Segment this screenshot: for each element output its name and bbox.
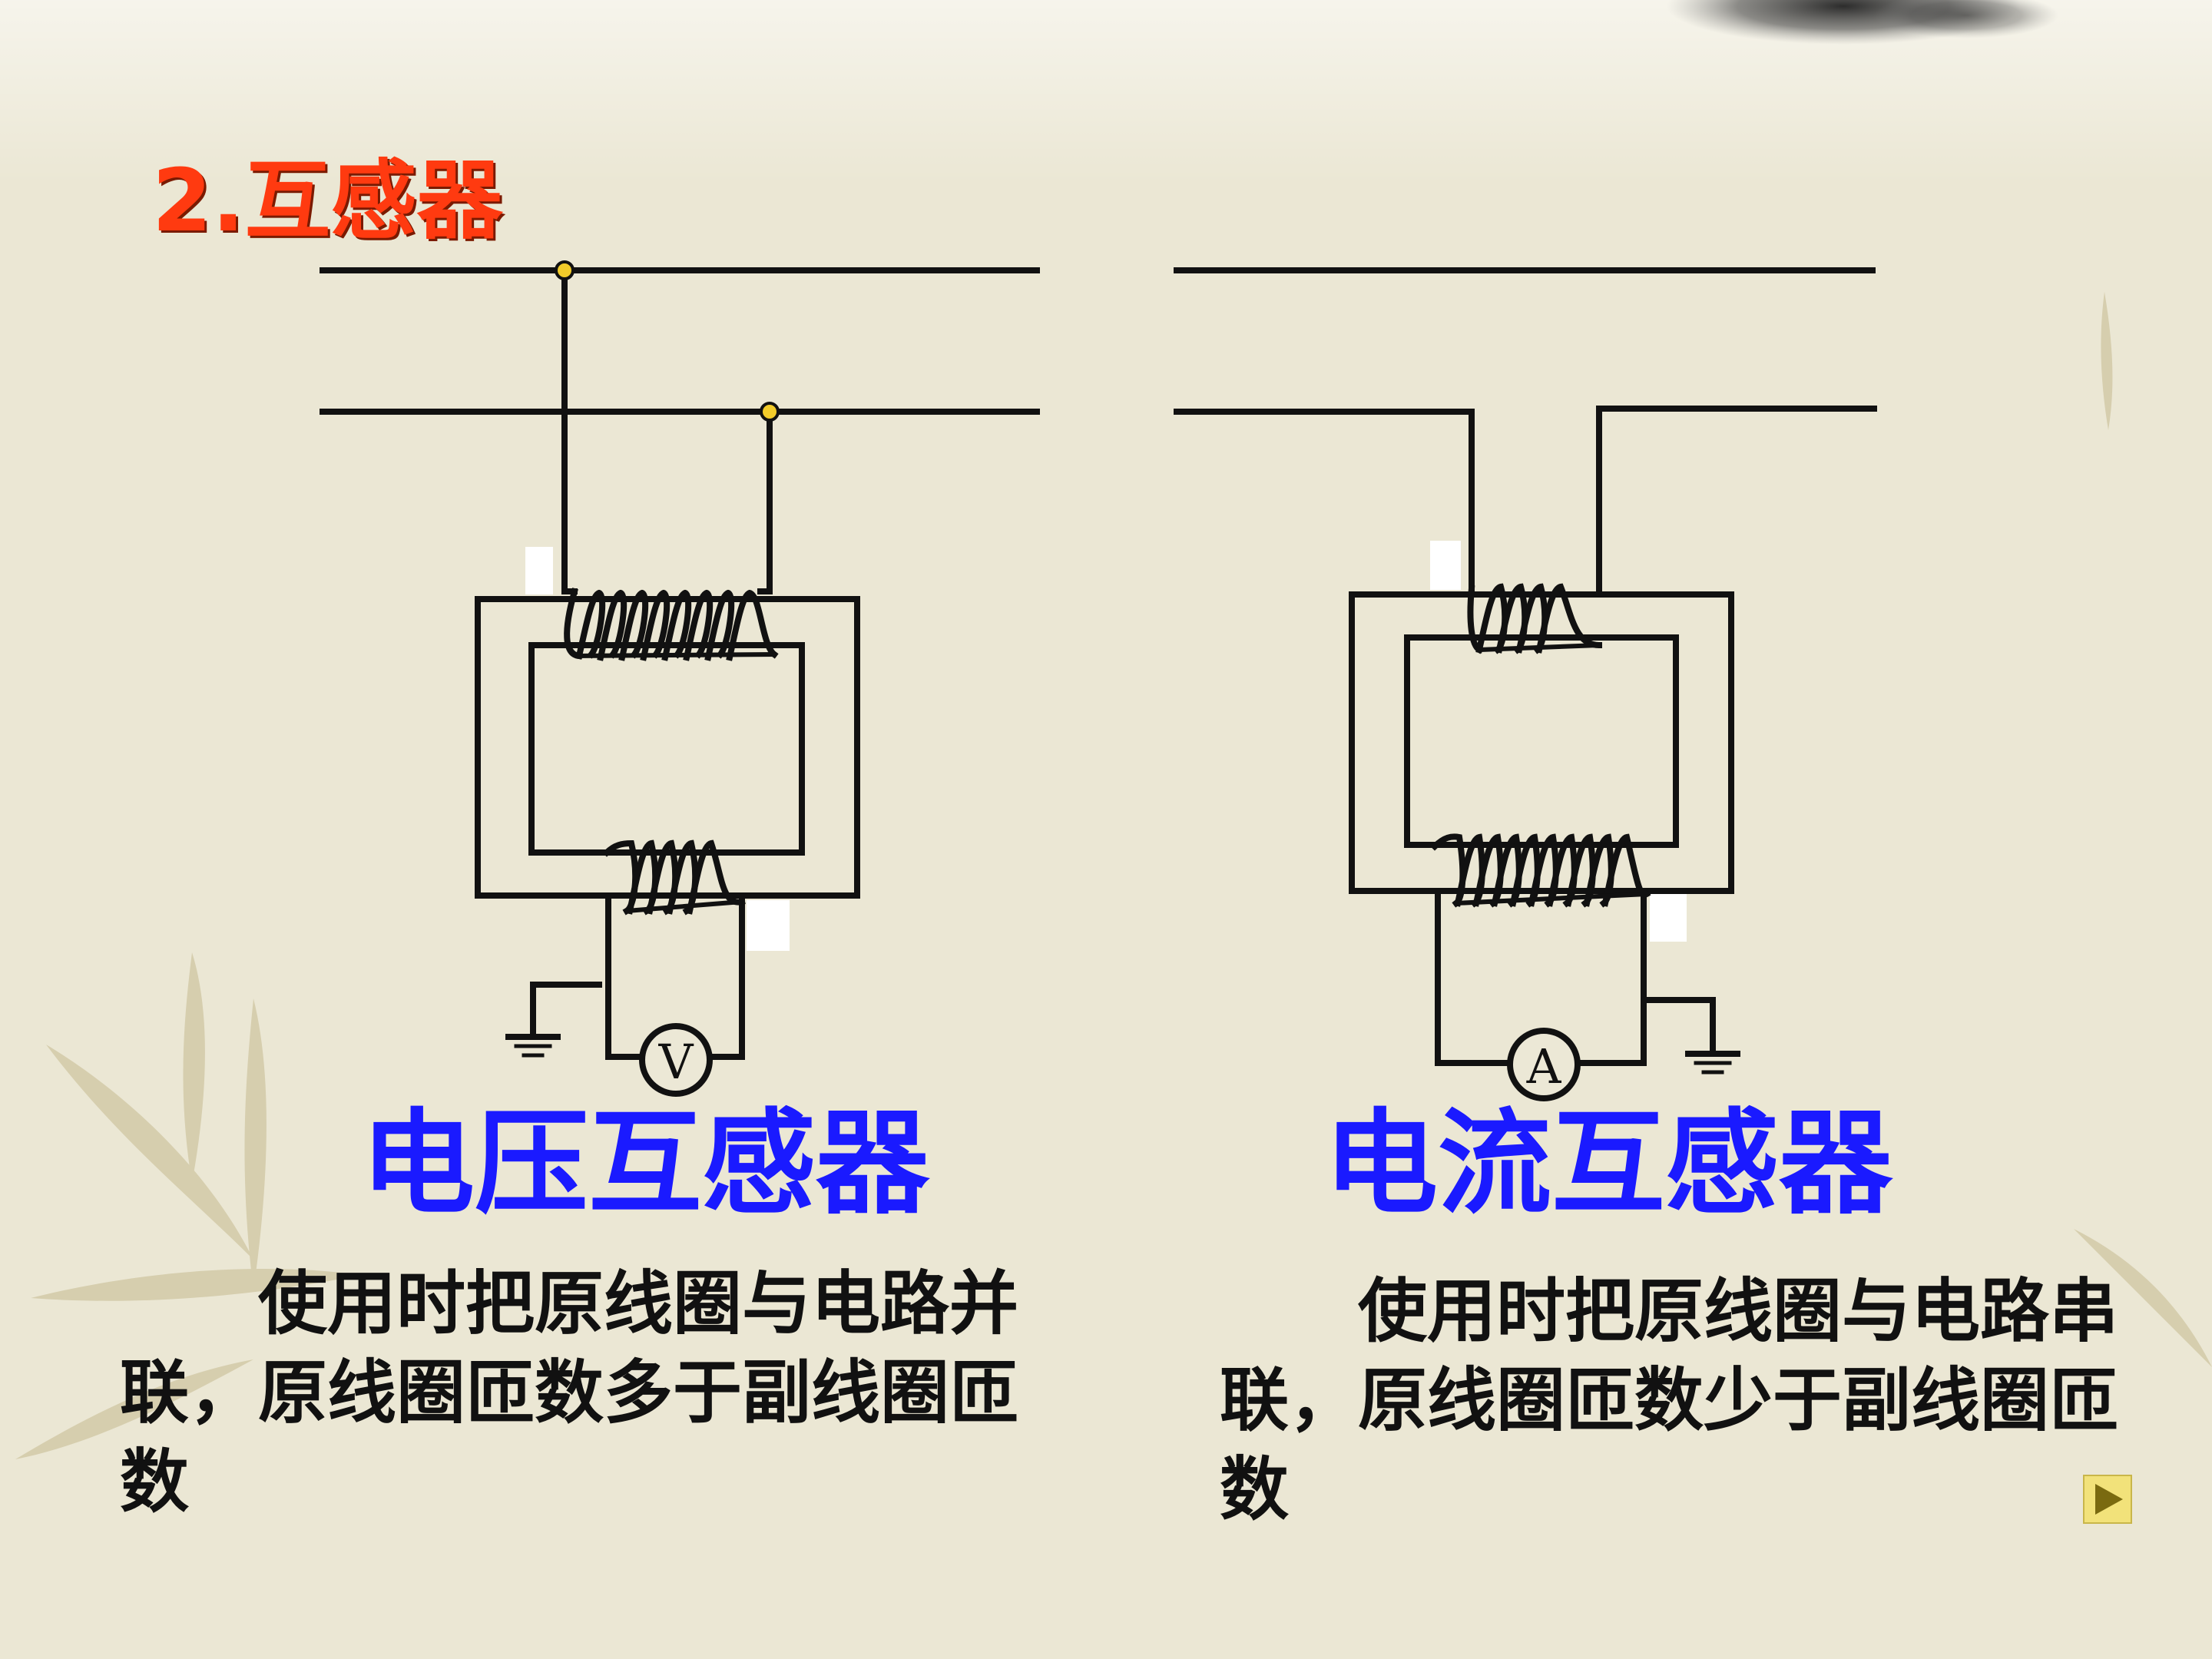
power-line-bottom-right-out — [1596, 406, 1877, 591]
junction-dot — [555, 260, 575, 280]
secondary-coil-few-turns — [602, 839, 746, 916]
current-transformer-description: 使用时把原线圈与电路串联，原线圈匝数少于副线圈匝数 — [1220, 1271, 2118, 1530]
next-slide-button[interactable] — [2083, 1475, 2132, 1524]
voltmeter-icon — [639, 1023, 713, 1097]
primary-coil-many-turns — [564, 588, 779, 661]
power-line-bottom-right-in — [1174, 409, 1475, 591]
ground-symbol-icon — [505, 1034, 561, 1058]
voltage-transformer-description: 使用时把原线圈与电路并联，原线圈匝数多于副线圈匝数 — [120, 1263, 1018, 1522]
junction-dot — [760, 402, 780, 422]
ammeter-label: A — [1526, 1038, 1562, 1094]
current-transformer-caption: 电流互感器 — [1324, 1098, 1892, 1230]
iron-core-inner — [1404, 634, 1679, 848]
ground-lead-left — [530, 982, 602, 1040]
slide-title: 2.互感器 — [152, 151, 503, 251]
iron-core-inner — [528, 642, 805, 856]
secondary-lead-right — [1573, 891, 1647, 1066]
primary-coil-few-turns — [1467, 583, 1603, 654]
ground-lead-right — [1645, 997, 1716, 1057]
secondary-lead-left — [605, 892, 647, 1060]
bamboo-leaves — [15, 292, 2212, 1459]
secondary-lead-left — [1435, 888, 1513, 1066]
play-triangle-icon — [2095, 1484, 2123, 1515]
secondary-lead-right — [704, 899, 745, 1060]
current-transformer-diagram — [1174, 267, 1877, 1101]
ground-symbol-icon — [1685, 1051, 1740, 1075]
voltage-transformer-diagram — [320, 260, 1040, 1097]
primary-lead-right — [757, 409, 773, 594]
primary-lead-left — [561, 267, 578, 594]
voltage-transformer-caption: 电压互感器 — [361, 1098, 929, 1230]
ammeter-icon — [1507, 1028, 1581, 1101]
voltmeter-label: V — [658, 1034, 694, 1090]
